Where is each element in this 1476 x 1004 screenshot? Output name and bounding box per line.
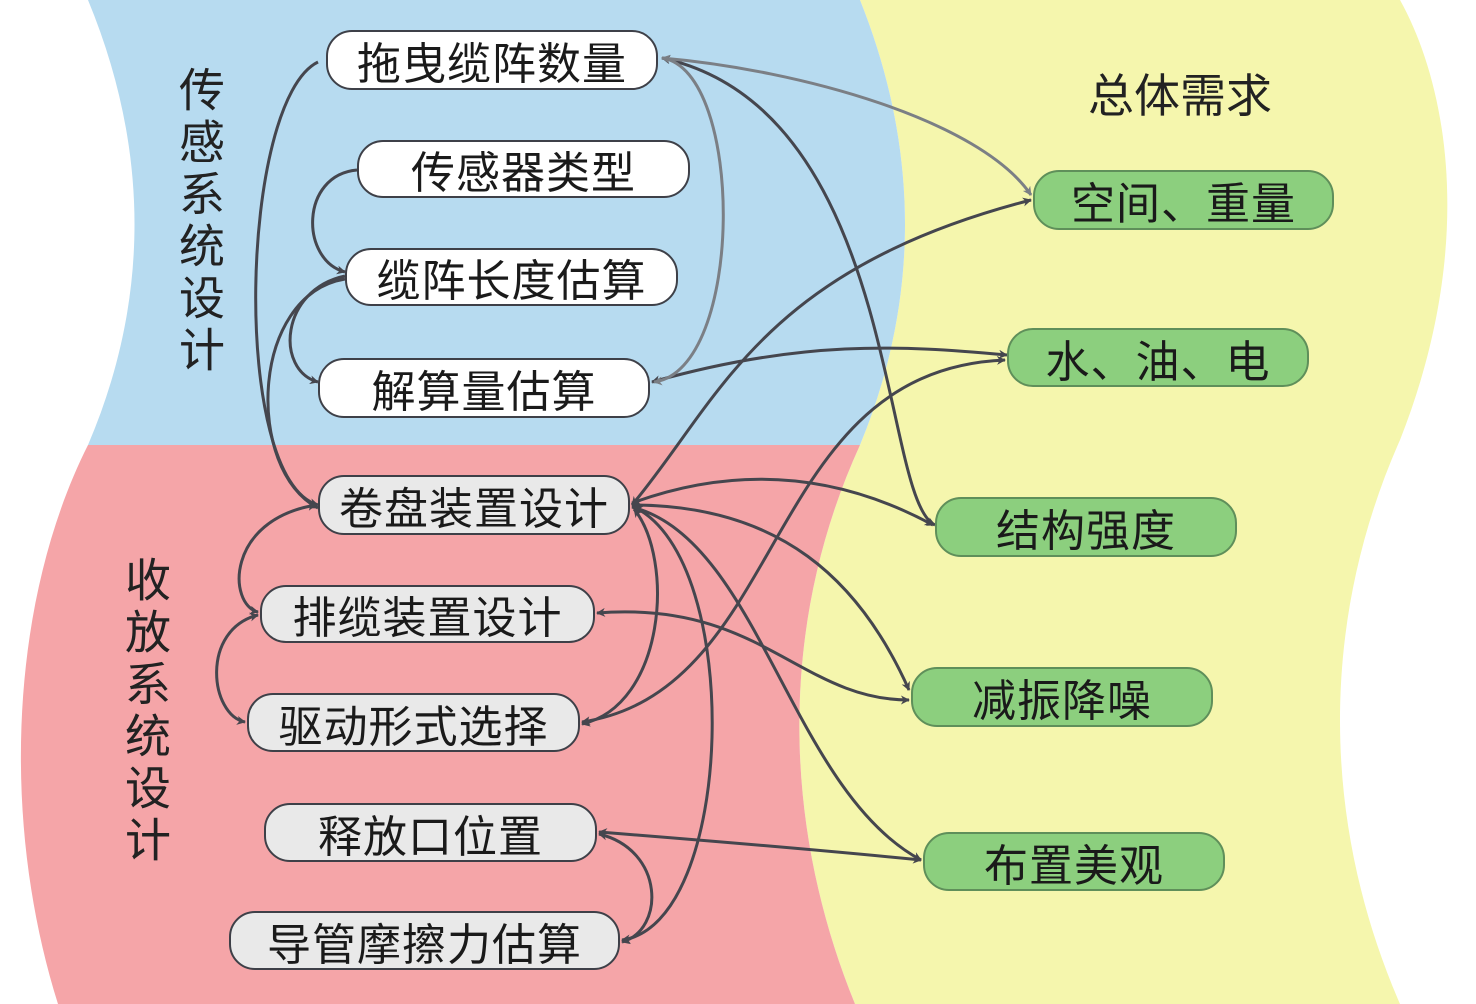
edge-cabling-to-noise	[596, 607, 910, 705]
node-sensor-type[interactable]: 传感器类型	[357, 140, 690, 199]
node-solution-estimate[interactable]: 解算量估算	[318, 358, 650, 418]
edge-release-to-conduit	[598, 831, 654, 945]
edge-quantity-to-space	[661, 56, 1033, 196]
node-cabling-design[interactable]: 排缆装置设计	[260, 585, 595, 644]
node-release-position[interactable]: 释放口位置	[264, 803, 597, 863]
group-label-demand: 总体需求	[1088, 69, 1272, 123]
edge-reel-to-cabling	[237, 501, 317, 615]
group-label-sensing: 传感系统设计	[172, 66, 226, 378]
node-towed-array-quantity[interactable]: 拖曳缆阵数量	[326, 30, 658, 90]
edge-quantity-to-solution	[653, 54, 725, 386]
node-drive-selection[interactable]: 驱动形式选择	[247, 693, 580, 753]
node-structural-strength[interactable]: 结构强度	[935, 497, 1237, 557]
edge-sensortype-to-length	[311, 168, 358, 275]
edge-release-to-layout	[598, 828, 922, 864]
edge-reel-to-conduit	[621, 505, 714, 944]
node-water-oil-power[interactable]: 水、油、电	[1007, 328, 1309, 388]
edge-length-to-reel	[266, 277, 346, 510]
node-conduit-friction-estimate[interactable]: 导管摩擦力估算	[229, 911, 620, 971]
node-array-length-estimate[interactable]: 缆阵长度估算	[345, 248, 678, 307]
node-layout-aesthetics[interactable]: 布置美观	[923, 832, 1225, 892]
node-space-weight[interactable]: 空间、重量	[1033, 170, 1334, 230]
edge-cabling-to-drive	[215, 612, 259, 725]
group-label-retract: 收放系统设计	[118, 556, 172, 868]
node-reel-design[interactable]: 卷盘装置设计	[318, 475, 630, 535]
node-vibration-noise-reduction[interactable]: 减振降噪	[911, 667, 1213, 727]
